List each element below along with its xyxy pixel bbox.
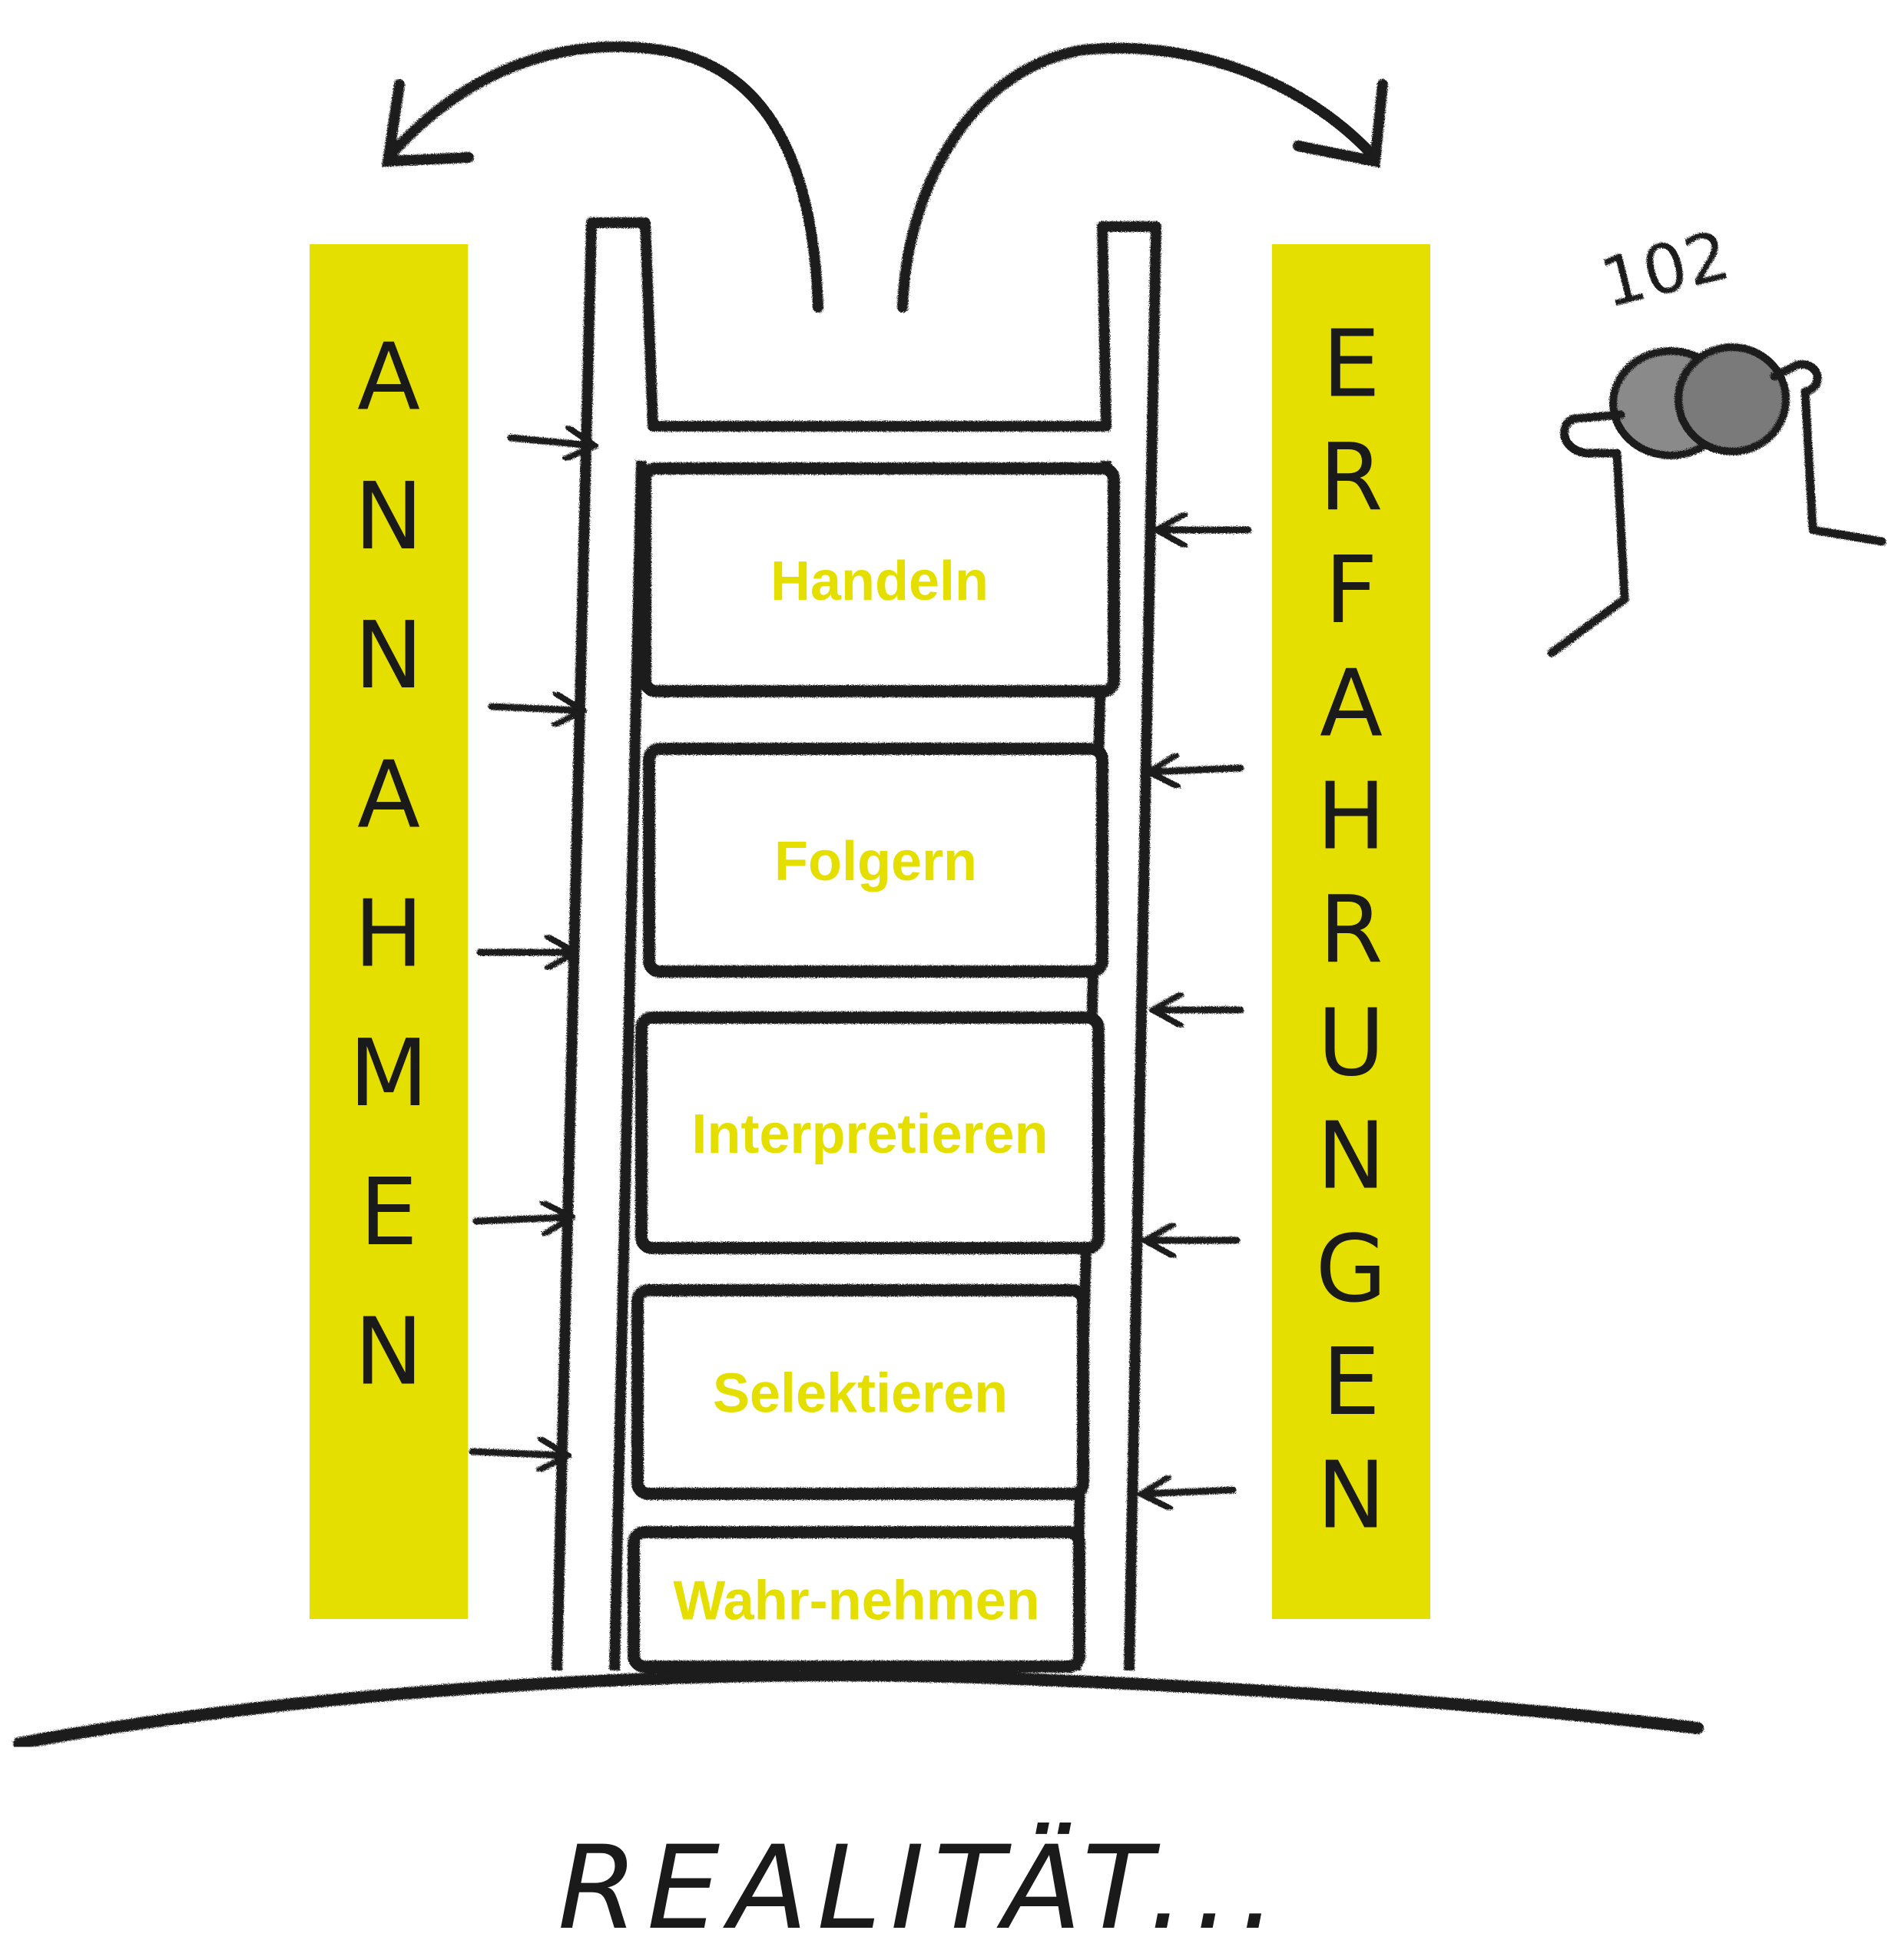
ladder-step-label: Wahr-nehmen xyxy=(673,1571,1039,1632)
top-arrows xyxy=(381,41,1388,313)
curved-arrow-right-icon xyxy=(897,42,1377,313)
ground-line xyxy=(13,1669,1704,1750)
binoculars-figure: 102 xyxy=(1547,215,1887,657)
vertical-letter: R xyxy=(1319,425,1383,531)
vertical-letter: H xyxy=(354,882,423,988)
ladder-step-box xyxy=(635,1011,1105,1254)
left-bar-annahmen xyxy=(310,244,468,1619)
vertical-letter: U xyxy=(1317,990,1385,1097)
vertical-letter: N xyxy=(354,1299,423,1405)
ladder-step-label: Folgern xyxy=(774,831,977,892)
reality-caption: REALITÄT... xyxy=(558,1822,1286,1955)
ladder-step-box xyxy=(639,462,1120,697)
vertical-letter: H xyxy=(1317,764,1386,871)
curved-arrow-left-icon xyxy=(386,41,823,313)
arrowhead-left-icon xyxy=(381,79,474,167)
vertical-letter: A xyxy=(1320,651,1383,757)
ladder-step-label: Handeln xyxy=(770,551,989,612)
vertical-letter: G xyxy=(1316,1217,1387,1323)
vertical-letter: E xyxy=(359,1160,418,1266)
ladder-step-label: Interpretieren xyxy=(691,1104,1048,1165)
ladder-inner-left-rail xyxy=(609,460,647,1671)
arrowhead-right-icon xyxy=(1293,79,1388,168)
ladder-steps: HandelnFolgernInterpretierenSelektierenW… xyxy=(628,462,1120,1673)
right-arrow-5-icon xyxy=(1145,1490,1237,1494)
left-arrow-4-icon xyxy=(472,1217,568,1221)
left-arrow-1-icon xyxy=(507,438,591,445)
vertical-letter: R xyxy=(1319,877,1383,984)
vertical-letter: N xyxy=(354,464,423,571)
right-arrow-2-icon xyxy=(1152,768,1244,772)
vertical-letter: A xyxy=(357,742,420,849)
side-arrows xyxy=(469,438,1252,1494)
vertical-letter: N xyxy=(1317,1104,1386,1210)
ladder-step-box xyxy=(628,1526,1085,1673)
left-arrow-5-icon xyxy=(469,1452,565,1455)
vertical-letter: E xyxy=(1322,312,1380,419)
figure-number-label: 102 xyxy=(1593,215,1738,323)
vertical-letter: E xyxy=(1322,1329,1380,1436)
vertical-letter: F xyxy=(1324,538,1377,644)
binoculars-person-icon xyxy=(1547,343,1887,657)
right-bar-erfahrungen xyxy=(1272,244,1430,1619)
ladder-step-box xyxy=(643,743,1108,978)
vertical-letter: N xyxy=(354,603,423,710)
ladder-left-rail xyxy=(552,217,1161,1671)
ladder-step-box xyxy=(631,1284,1089,1500)
vertical-letter: N xyxy=(1317,1442,1386,1549)
vertical-letter: A xyxy=(357,325,420,432)
vertical-letter: M xyxy=(349,1021,429,1127)
ladder-step-label: Selektieren xyxy=(713,1363,1008,1425)
left-arrow-2-icon xyxy=(488,707,580,710)
